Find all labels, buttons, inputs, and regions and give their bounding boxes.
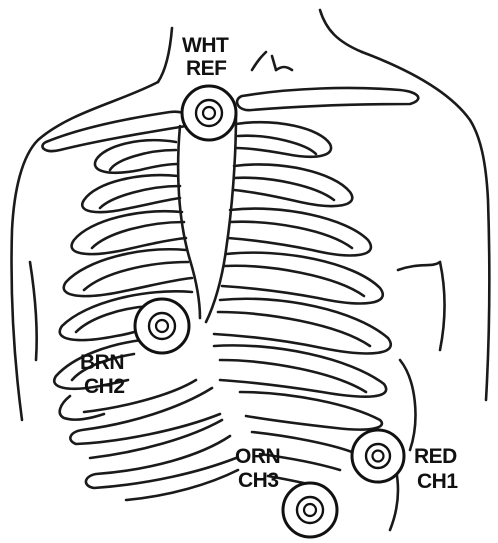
label-ch3-line2: CH3 [238, 469, 279, 492]
label-orn-ch3: ORN CH3 [235, 445, 280, 492]
label-ref-line2: REF [186, 57, 227, 80]
label-red-ch1: RED CH1 [414, 445, 458, 493]
label-ch1-line2: CH1 [417, 470, 458, 493]
label-brn-ch2: BRN CH2 [80, 351, 125, 398]
electrode-red-ch1 [352, 430, 404, 482]
label-wht-line1: WHT [182, 34, 229, 57]
label-brn-line1: BRN [80, 351, 124, 374]
label-wht-ref: WHT REF [182, 34, 229, 80]
electrode-brn-ch2 [135, 299, 189, 353]
label-red-line1: RED [414, 445, 457, 468]
electrode-orn-ch3 [283, 483, 337, 537]
label-orn-line1: ORN [235, 445, 280, 468]
electrode-wht-ref [182, 86, 236, 140]
label-ch2-line2: CH2 [84, 375, 125, 398]
